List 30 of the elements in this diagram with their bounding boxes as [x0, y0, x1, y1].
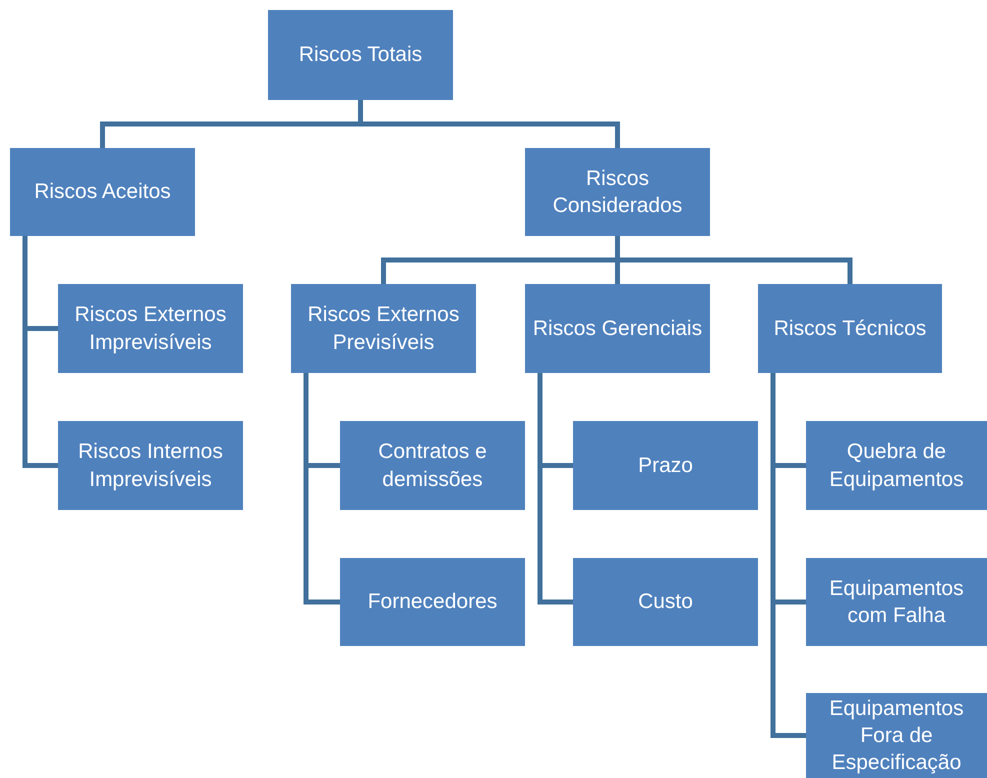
box-label: Riscos Gerenciais — [532, 316, 702, 342]
box-label: Riscos Externos Imprevisíveis — [74, 302, 228, 356]
box-label: Fornecedores — [368, 589, 498, 616]
box-label: Riscos Externos Previsíveis — [306, 302, 460, 356]
box-label: Contratos e demissões — [377, 439, 488, 492]
category-box — [58, 421, 243, 510]
category-box — [291, 284, 476, 373]
category-box — [268, 10, 453, 100]
category-box — [58, 284, 243, 373]
box-label: Equipamentos Fora de Especificação — [828, 696, 965, 776]
category-box — [525, 284, 710, 373]
category-box — [573, 421, 758, 510]
category-box — [340, 421, 525, 510]
category-box — [10, 148, 195, 236]
category-box — [525, 148, 710, 236]
category-box — [758, 284, 942, 373]
category-box — [573, 558, 758, 646]
box-label: Riscos Totais — [298, 42, 422, 68]
category-box — [806, 421, 987, 510]
category-box — [806, 693, 987, 778]
box-label: Quebra de Equipamentos — [828, 439, 965, 492]
box-label: Prazo — [638, 452, 693, 479]
box-label: Custo — [638, 589, 693, 616]
box-label: Equipamentos com Falha — [828, 576, 965, 629]
box-label: Riscos Considerados — [552, 166, 684, 219]
category-box — [806, 558, 987, 646]
box-label: Riscos Internos Imprevisíveis — [77, 439, 224, 492]
box-label: Riscos Aceitos — [34, 179, 171, 206]
category-box — [340, 558, 525, 646]
box-label: Riscos Técnicos — [774, 316, 926, 342]
